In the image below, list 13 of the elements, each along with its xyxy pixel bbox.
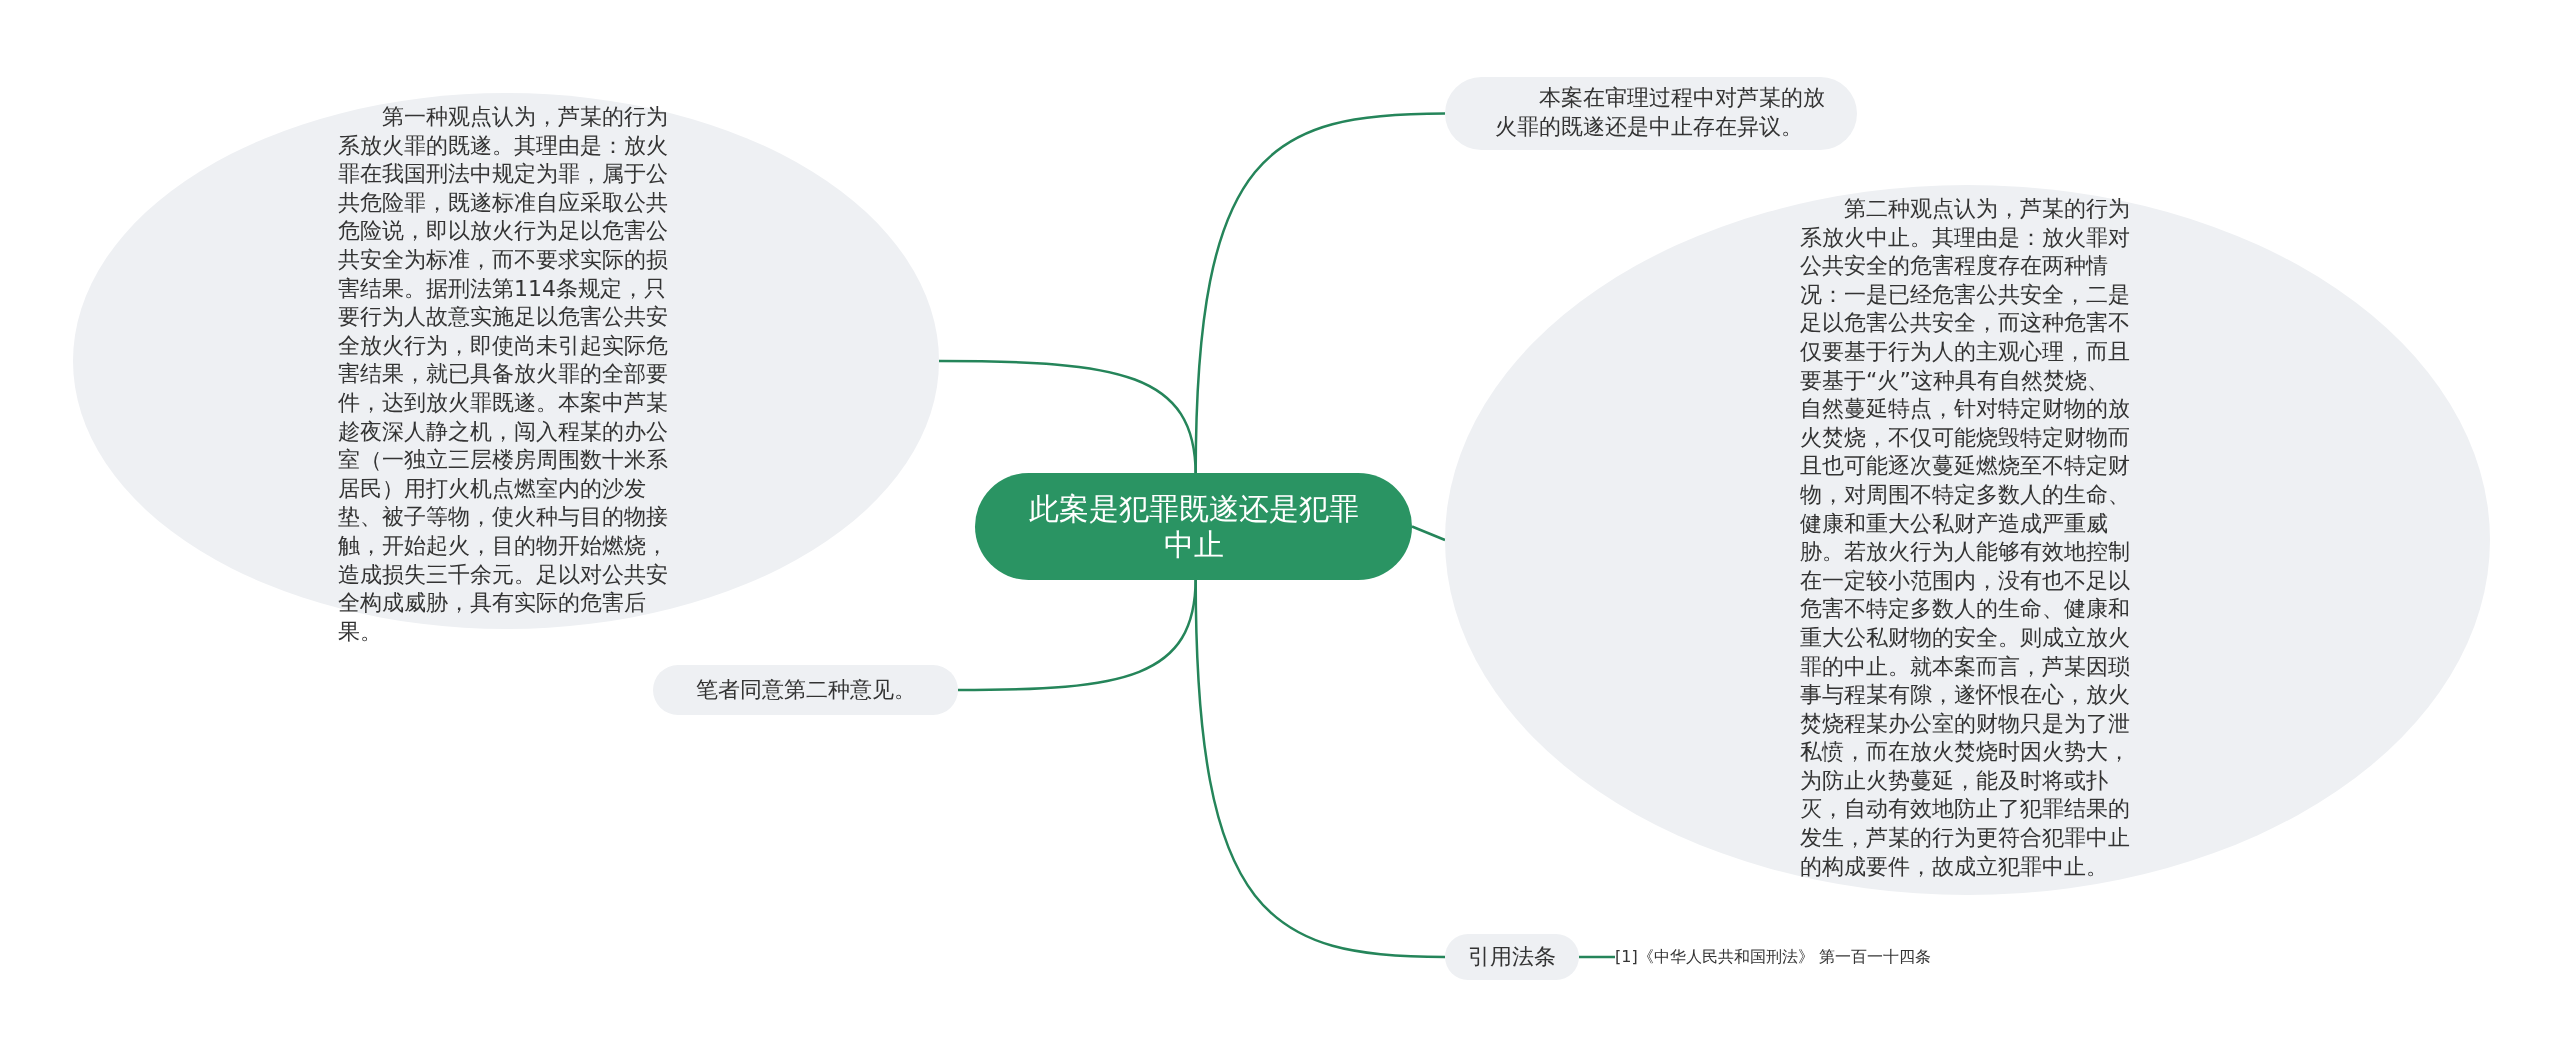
- pill-box: [1445, 934, 1579, 980]
- pill-box: [653, 665, 958, 715]
- node-text: 笔者同意第二种意见。: [694, 676, 917, 704]
- node-text: 第二种观点认为，芦某的行为系放火中止。其理由是：放火罪对公共安全的危害程度存在两种情况：一是已经危害公共安全，二是足以危害公共安全，而这种危害不仅要基于行为人的主观心理，而且要基于“火”这种具有自然焚烧、自然蔓延特点，针对特定财物的放火焚烧，不仅可能烧毁特定财物而且也可能逐次蔓延燃烧至不特定财物，对周围不特定多数人的生命、健康和重大公私财产造成严重威胁。若放火行为人能够有效地控制在一定较小范围内，没有也不足以危害不特定多数人的生命、健康和重大公私财物的安全。则成立放火罪的中止。就本案而言，芦某因琐事与程某有隙，遂怀恨在心，放火焚烧程某办公室的财物只是为了泄私愤，而在放火焚烧时因火势大，为防止火势蔓延，能及时将或扑灭，自动有效地防止了犯罪结果的发生，芦某的行为更符合犯罪中止的构成要件，故成立犯罪中止。: [1800, 195, 2130, 881]
- node-text: 本案在审理过程中对芦某的放火罪的既遂还是中止存在异议。: [1495, 84, 1825, 141]
- node-text: 第一种观点认为，芦某的行为系放火罪的既遂。其理由是：放火罪在我国刑法中规定为罪，属于公共危险罪，既遂标准自应采取公共危险说，即以放火行为足以危害公共安全为标准，而不要求实际的损害结果。据刑法第114条规定，只要行为人故意实施足以危害公共安全放火行为，即使尚未引起实际危害结果，就已具备放火罪的全部要件，达到放火罪既遂。本案中芦某趁夜深人静之机，闯入程某的办公室（一独立三层楼房周围数十米系居民）用打火机点燃室内的沙发垫、被子等物，使火种与目的物接触，开始起火，目的物开始燃烧，造成损失三千余元。足以对公共安全构成威胁，具有实际的危害后果。: [338, 103, 668, 646]
- connector-line: [1411, 525, 1446, 542]
- node-text: 引用法条: [1467, 943, 1557, 971]
- connector-line: [1579, 955, 1615, 959]
- node-text: [1]《中华人民共和国刑法》 第一百一十四条: [1615, 946, 1931, 968]
- node-text: 此案是犯罪既遂还是犯罪中止: [1027, 491, 1360, 563]
- connector-line: [1194, 112, 1446, 476]
- connector-line: [1194, 577, 1446, 959]
